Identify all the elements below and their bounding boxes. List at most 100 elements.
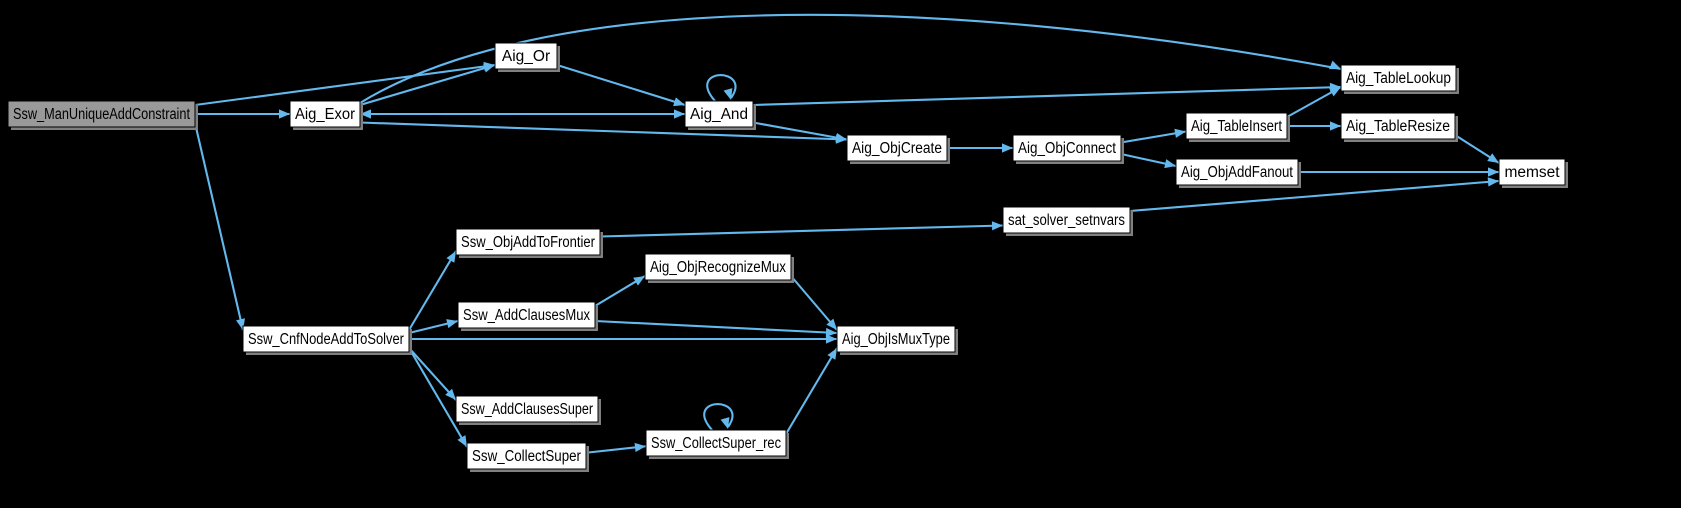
edge-arrowhead <box>1002 143 1013 153</box>
edge-line <box>359 63 496 107</box>
call-edge <box>1120 152 1177 169</box>
edge-line <box>193 122 245 331</box>
node-box[interactable] <box>242 325 410 353</box>
node-box[interactable] <box>1498 158 1566 186</box>
edge-line <box>359 121 848 141</box>
graph-node-ssw-cnfnodeaddtosolver[interactable]: Ssw_CnfNodeAddToSolver <box>242 325 412 355</box>
call-edge <box>408 250 457 331</box>
graph-node-aig-objismuxtype[interactable]: Aig_ObjIsMuxType <box>836 325 958 355</box>
node-box[interactable] <box>684 100 754 128</box>
node-box[interactable] <box>1340 112 1456 140</box>
node-box[interactable] <box>7 100 196 128</box>
edge-line <box>1129 179 1500 213</box>
call-edge <box>599 221 1004 238</box>
call-edge <box>594 275 646 307</box>
node-box[interactable] <box>457 301 596 329</box>
node-label: Ssw_CollectSuper_rec <box>651 435 781 452</box>
graph-node-ssw-manuniqueaddconstraint[interactable]: Ssw_ManUniqueAddConstraint <box>7 100 198 130</box>
edge-arrowhead <box>1330 121 1341 131</box>
edge-line <box>599 224 1004 238</box>
edge-arrowhead <box>446 319 458 329</box>
edge-arrowhead <box>826 334 837 344</box>
edge-arrowhead <box>673 97 685 107</box>
graph-node-aig-objaddfanout[interactable]: Aig_ObjAddFanout <box>1175 158 1301 188</box>
node-box[interactable] <box>644 253 792 281</box>
graph-node-aig-tableinsert[interactable]: Aig_TableInsert <box>1185 112 1290 142</box>
edge-arrowhead <box>1487 177 1499 187</box>
edge-line <box>703 403 734 431</box>
node-box[interactable] <box>455 228 601 256</box>
edge-arrowhead <box>720 417 730 429</box>
graph-node-aig-objrecognizemux[interactable]: Aig_ObjRecognizeMux <box>644 253 794 283</box>
call-edge <box>1454 134 1500 164</box>
edge-line <box>556 63 686 107</box>
graph-node-aig-tableresize[interactable]: Aig_TableResize <box>1340 112 1458 142</box>
node-label: Aig_ObjAddFanout <box>1181 164 1294 181</box>
graph-node-ssw-addclausesmux[interactable]: Ssw_AddClausesMux <box>457 301 598 331</box>
call-edge <box>408 319 459 335</box>
graph-node-aig-objconnect[interactable]: Aig_ObjConnect <box>1012 134 1124 164</box>
node-box[interactable] <box>1002 206 1131 234</box>
node-label: sat_solver_setnvars <box>1008 212 1125 229</box>
edge-arrowhead <box>360 109 371 119</box>
call-edge <box>785 347 838 435</box>
call-edge <box>706 74 737 102</box>
node-box[interactable] <box>1012 134 1122 162</box>
node-label: Aig_TableLookup <box>1346 70 1451 87</box>
node-label: Aig_And <box>690 106 748 123</box>
node-box[interactable] <box>1185 112 1288 140</box>
node-box[interactable] <box>494 42 558 70</box>
node-box[interactable] <box>846 134 948 162</box>
node-label: Aig_ObjRecognizeMux <box>650 259 786 276</box>
call-edge <box>752 82 1342 107</box>
node-label: Ssw_AddClausesSuper <box>461 401 593 418</box>
edge-line <box>752 85 1342 107</box>
call-edge <box>585 442 647 454</box>
node-box[interactable] <box>645 429 787 457</box>
node-box[interactable] <box>455 395 599 423</box>
node-label: Aig_Exor <box>295 106 355 123</box>
call-edge <box>1120 128 1187 144</box>
edge-line <box>408 347 468 448</box>
edge-arrowhead <box>445 388 456 400</box>
graph-node-ssw-collectsuper[interactable]: Ssw_CollectSuper <box>466 442 589 472</box>
graph-node-sat-solver-setnvars[interactable]: sat_solver_setnvars <box>1002 206 1133 236</box>
node-label: Aig_ObjIsMuxType <box>842 331 950 348</box>
node-box[interactable] <box>289 100 361 128</box>
node-box[interactable] <box>1340 64 1457 92</box>
node-label: Aig_TableInsert <box>1191 118 1283 135</box>
graph-node-aig-tablelookup[interactable]: Aig_TableLookup <box>1340 64 1459 94</box>
node-box[interactable] <box>1175 158 1299 186</box>
call-edge <box>360 109 685 119</box>
edge-line <box>785 347 838 435</box>
graph-node-aig-exor[interactable]: Aig_Exor <box>289 100 363 130</box>
graph-node-ssw-objaddtofrontier[interactable]: Ssw_ObjAddToFrontier <box>455 228 603 258</box>
graph-node-aig-objcreate[interactable]: Aig_ObjCreate <box>846 134 950 164</box>
edge-arrowhead <box>991 221 1003 231</box>
edge-arrowhead <box>1329 87 1341 97</box>
edge-arrowhead <box>1488 167 1499 177</box>
edge-line <box>594 319 838 335</box>
call-edge <box>409 334 837 344</box>
edge-line <box>359 13 1342 104</box>
call-edge <box>752 121 848 143</box>
graph-node-aig-and[interactable]: Aig_And <box>684 100 756 130</box>
edge-arrowhead <box>1487 153 1499 163</box>
node-box[interactable] <box>836 325 956 353</box>
node-label: Ssw_ManUniqueAddConstraint <box>13 106 191 123</box>
edge-line <box>706 74 737 102</box>
node-label: Ssw_ObjAddToFrontier <box>461 234 595 251</box>
call-edge <box>1129 177 1500 213</box>
node-box[interactable] <box>466 442 587 470</box>
node-label: Ssw_AddClausesMux <box>463 307 590 324</box>
graph-node-ssw-collectsuper-rec[interactable]: Ssw_CollectSuper_rec <box>645 429 789 459</box>
graph-node-ssw-addclausessuper[interactable]: Ssw_AddClausesSuper <box>455 395 601 425</box>
graph-node-aig-or[interactable]: Aig_Or <box>494 42 560 72</box>
call-edge <box>359 63 496 107</box>
graph-node-memset[interactable]: memset <box>1498 158 1568 188</box>
call-edge <box>556 63 686 107</box>
call-edge <box>408 347 468 448</box>
node-label: Ssw_CnfNodeAddToSolver <box>248 331 404 348</box>
node-label: Aig_Or <box>502 48 550 65</box>
